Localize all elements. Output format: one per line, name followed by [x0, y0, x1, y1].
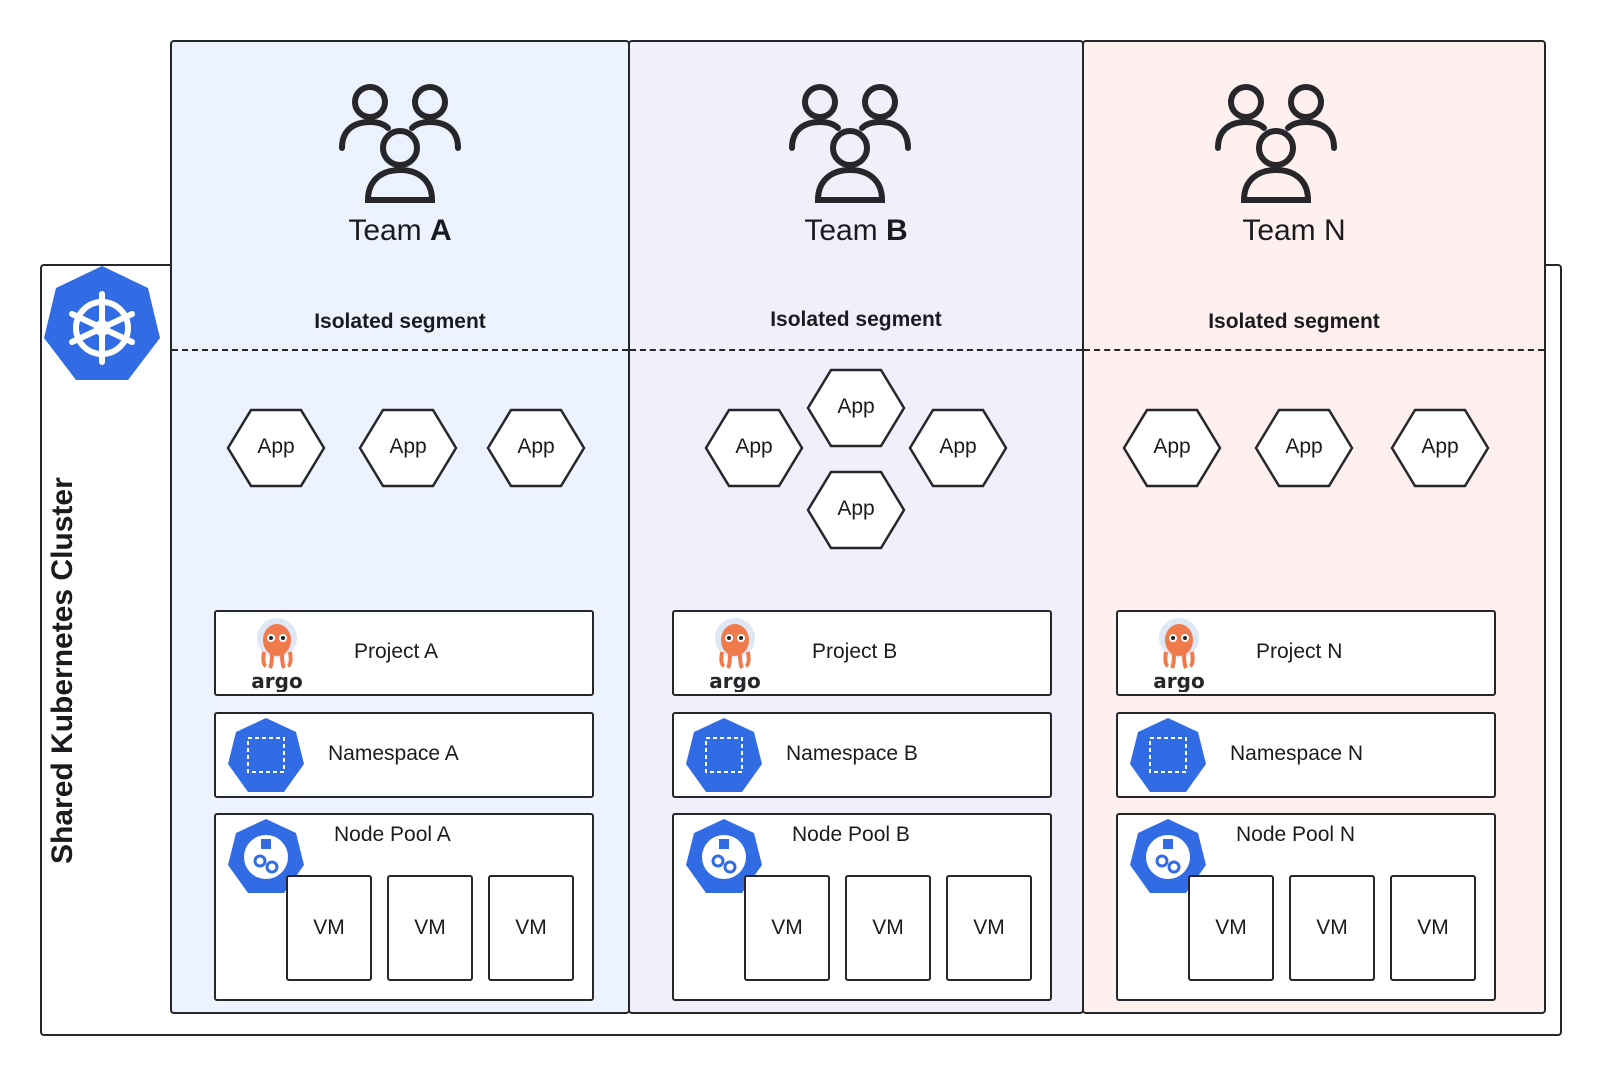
app-hexagon: App: [806, 368, 906, 448]
namespace-icon: [228, 718, 304, 792]
team-label: Team N: [1242, 214, 1346, 247]
node-pool-icon: [686, 819, 762, 893]
node-pool-label: Node Pool B: [792, 823, 910, 846]
team-people-icon: [1215, 84, 1337, 203]
app-hexagon: App: [806, 470, 906, 550]
team-column-a: Team A Isolated segment App App App argo…: [170, 40, 630, 1014]
app-hexagon: App: [226, 408, 326, 488]
vm-box: VM: [286, 875, 372, 981]
namespace-box: Namespace B: [672, 712, 1052, 798]
app-hexagon: App: [486, 408, 586, 488]
app-hexagon: App: [1122, 408, 1222, 488]
segment-title: Isolated segment: [1208, 310, 1380, 333]
app-hexagon: App: [1254, 408, 1354, 488]
segment-divider: [172, 349, 628, 351]
node-pool-box: Node Pool N VM VM VM: [1116, 813, 1496, 1001]
namespace-box: Namespace N: [1116, 712, 1496, 798]
vm-box: VM: [845, 875, 931, 981]
node-pool-box: Node Pool A VM VM VM: [214, 813, 594, 1001]
svg-text:argo: argo: [251, 669, 302, 692]
vm-box: VM: [744, 875, 830, 981]
node-pool-icon: [228, 819, 304, 893]
namespace-label: Namespace N: [1230, 742, 1364, 765]
team-people-icon: [789, 84, 911, 203]
app-hexagon: App: [1390, 408, 1490, 488]
project-label: Project N: [1256, 640, 1343, 663]
team-label: Team B: [804, 214, 908, 247]
project-label: Project A: [354, 640, 439, 663]
node-pool-icon: [1130, 819, 1206, 893]
cluster-title: Shared Kubernetes Cluster: [46, 477, 79, 864]
namespace-label: Namespace B: [786, 742, 918, 765]
argo-logo-icon: argo: [709, 618, 761, 692]
kubernetes-logo-icon: [44, 266, 160, 380]
app-hexagon: App: [704, 408, 804, 488]
node-pool-label: Node Pool N: [1236, 823, 1356, 846]
project-label: Project B: [812, 640, 898, 663]
namespace-icon: [686, 718, 762, 792]
argo-logo-icon: argo: [251, 618, 303, 692]
project-box: argo Project B: [672, 610, 1052, 696]
vm-box: VM: [387, 875, 473, 981]
app-hexagon: App: [358, 408, 458, 488]
vm-box: VM: [488, 875, 574, 981]
segment-title: Isolated segment: [314, 310, 486, 333]
team-label: Team A: [348, 214, 452, 247]
svg-text:argo: argo: [1153, 669, 1204, 692]
namespace-box: Namespace A: [214, 712, 594, 798]
vm-box: VM: [1289, 875, 1375, 981]
svg-text:argo: argo: [709, 669, 760, 692]
vm-box: VM: [1188, 875, 1274, 981]
vm-box: VM: [1390, 875, 1476, 981]
namespace-label: Namespace A: [328, 742, 459, 765]
node-pool-box: Node Pool B VM VM VM: [672, 813, 1052, 1001]
project-box: argo Project A: [214, 610, 594, 696]
segment-divider: [630, 349, 1082, 351]
node-pool-label: Node Pool A: [334, 823, 451, 846]
vm-box: VM: [946, 875, 1032, 981]
team-people-icon: [339, 84, 461, 203]
namespace-icon: [1130, 718, 1206, 792]
segment-divider: [1084, 349, 1544, 351]
project-box: argo Project N: [1116, 610, 1496, 696]
segment-title: Isolated segment: [770, 308, 942, 331]
app-hexagon: App: [908, 408, 1008, 488]
team-column-b: Team B Isolated segment App App App App …: [628, 40, 1084, 1014]
team-column-n: Team N Isolated segment App App App argo…: [1082, 40, 1546, 1014]
argo-logo-icon: argo: [1153, 618, 1205, 692]
